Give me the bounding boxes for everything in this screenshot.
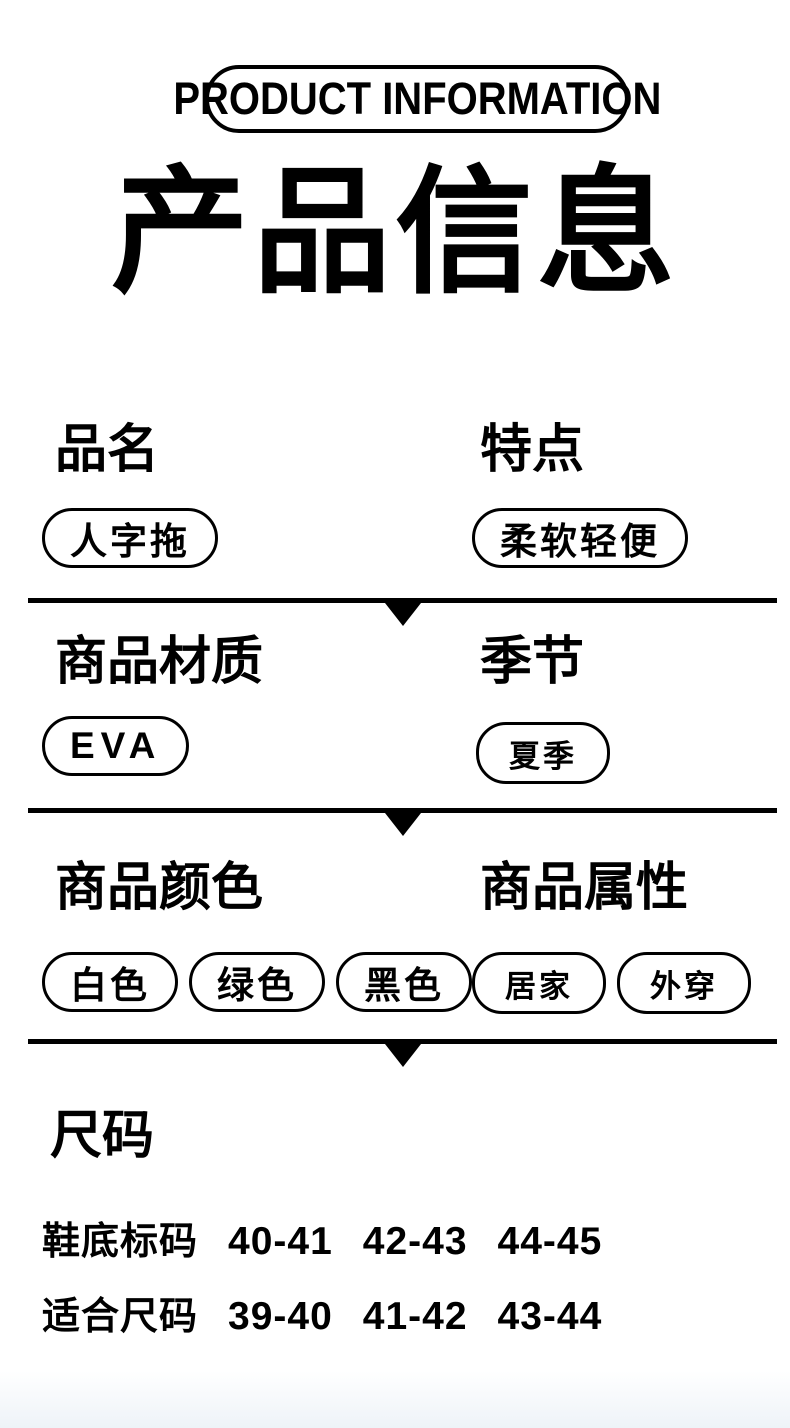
section-heading-size: 尺码 — [50, 1107, 155, 1165]
section-heading-colors: 商品颜色 — [55, 859, 264, 917]
badge-label: PRODUCT INFORMATION — [173, 73, 661, 124]
size-table-row-fit: 适合尺码 39-40 41-42 43-44 — [42, 1285, 602, 1340]
attribute-pill-outdoor: 外穿 — [617, 952, 751, 1014]
size-value: 43-44 — [497, 1295, 603, 1338]
section-heading-attributes: 商品属性 — [480, 859, 689, 917]
section-heading-feature: 特点 — [480, 421, 585, 479]
color-pill-white: 白色 — [42, 952, 178, 1012]
section-heading-material: 商品材质 — [55, 633, 264, 691]
section-heading-season: 季节 — [480, 633, 585, 691]
section-divider — [28, 1039, 777, 1067]
size-value: 39-40 — [228, 1295, 333, 1338]
value-pill-material: EVA — [42, 716, 190, 776]
product-information-badge: PRODUCT INFORMATION — [173, 65, 661, 133]
size-value: 40-41 — [228, 1220, 333, 1263]
color-pill-row: 白色 绿色 黑色 — [42, 952, 472, 1012]
section-divider — [28, 808, 777, 836]
section-heading-name: 品名 — [55, 421, 160, 479]
value-pill-feature: 柔软轻便 — [472, 508, 688, 568]
size-value: 44-45 — [497, 1220, 603, 1263]
attribute-pill-home: 居家 — [472, 952, 606, 1014]
attribute-pill-row: 居家 外穿 — [472, 952, 751, 1014]
size-value: 42-43 — [362, 1220, 468, 1263]
size-row-label: 鞋底标码 — [42, 1221, 199, 1263]
size-table-row-sole: 鞋底标码 40-41 42-43 44-45 — [42, 1210, 602, 1265]
color-pill-green: 绿色 — [189, 952, 325, 1012]
value-pill-season: 夏季 — [476, 722, 610, 784]
triangle-down-icon — [384, 1044, 421, 1067]
value-pill-name: 人字拖 — [42, 508, 218, 568]
size-row-label: 适合尺码 — [42, 1296, 199, 1338]
color-pill-black: 黑色 — [336, 952, 472, 1012]
size-value: 41-42 — [362, 1295, 468, 1338]
triangle-down-icon — [384, 603, 421, 626]
section-divider — [28, 598, 777, 626]
page-title: 产品信息 — [110, 156, 679, 310]
triangle-down-icon — [384, 813, 421, 836]
